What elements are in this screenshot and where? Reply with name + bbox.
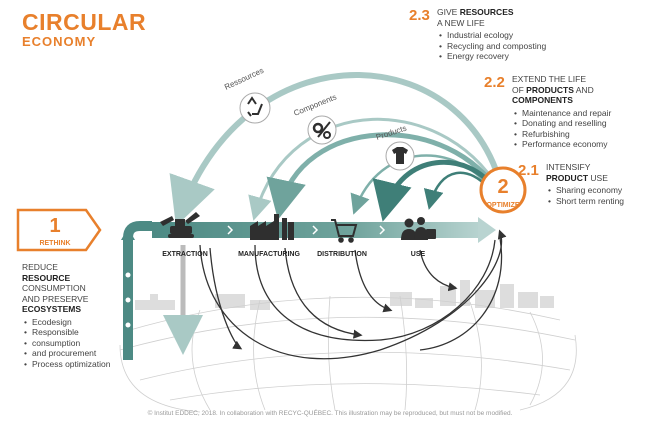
block-21-number: 2.1 — [518, 162, 539, 179]
cart-icon — [331, 219, 358, 243]
rethink-line1: REDUCE — [22, 262, 58, 272]
flow-chevrons — [227, 225, 386, 235]
recycle-icon — [239, 92, 271, 124]
block-22-item: Maintenance and repair — [514, 108, 652, 119]
loop-components-inner — [350, 154, 497, 215]
rethink-item-continued: and procurement — [24, 348, 132, 359]
rethink-badge: 1 RETHINK — [16, 208, 102, 252]
block-extend-life: 2.2 EXTEND THE LIFE OF PRODUCTS AND COMP… — [484, 74, 652, 150]
block-22-list: Maintenance and repair Donating and rese… — [512, 108, 652, 150]
people-icon — [401, 217, 436, 240]
stage-extraction: EXTRACTION — [162, 251, 208, 258]
loop-resources-outer — [169, 72, 508, 227]
return-curves — [199, 229, 507, 360]
optimize-number: 2 — [497, 176, 508, 198]
loop-label-components: Components — [292, 93, 337, 118]
block-22-item: Performance economy — [514, 139, 652, 150]
rethink-label: RETHINK — [39, 240, 70, 247]
block-22-line2a: OF — [512, 84, 527, 95]
rethink-line5: ECOSYSTEMS — [22, 304, 82, 314]
block-22-line3: COMPONENTS — [512, 95, 573, 105]
block-give-resources-new-life: 2.3 GIVE RESOURCES A NEW LIFE Industrial… — [409, 7, 637, 62]
optimize-badge: 2 OPTIMIZE — [479, 166, 527, 214]
block-22-number: 2.2 — [484, 74, 505, 91]
block-23-item: Recycling and composting — [439, 41, 637, 52]
gear-wrench-icon — [307, 115, 337, 145]
block-23-line2: A NEW LIFE — [437, 17, 485, 28]
copyright-footer: © Institut EDDEC, 2018. In collaboration… — [147, 410, 513, 417]
block-22-item: Donating and reselling — [514, 118, 652, 129]
page-title: CIRCULAR ECONOMY — [22, 10, 146, 49]
rethink-line2: RESOURCE — [22, 272, 71, 283]
rethink-item: Process optimization — [24, 359, 132, 370]
block-22-line2b: PRODUCTS — [526, 84, 574, 95]
excavator-icon — [160, 212, 200, 238]
stage-manufacturing: MANUFACTURING — [238, 251, 300, 258]
rethink-list: Ecodesign Responsible consumption and pr… — [22, 317, 132, 370]
loop-label-resources: Ressources — [223, 66, 265, 92]
rethink-item: Responsible — [24, 327, 132, 338]
factory-icon — [250, 214, 294, 240]
stage-distribution: DISTRIBUTION — [317, 251, 367, 258]
rethink-line4: AND PRESERVE — [22, 293, 89, 304]
block-21-item: Sharing economy — [548, 185, 656, 196]
block-23-line1b: RESOURCES — [459, 7, 514, 17]
title-line2: ECONOMY — [22, 34, 97, 49]
block-23-number: 2.3 — [409, 7, 430, 24]
rethink-line3: CONSUMPTION — [22, 283, 86, 293]
title-line1: CIRCULAR — [22, 9, 147, 35]
block-23-line1a: GIVE — [437, 7, 460, 17]
block-21-line2b: USE — [588, 172, 608, 183]
rethink-item-continued: consumption — [24, 338, 132, 349]
block-21-item: Short term renting — [548, 196, 656, 207]
block-23-item: Industrial ecology — [439, 30, 637, 41]
riser-arrowhead — [121, 228, 135, 240]
block-22-line1: EXTEND THE LIFE — [512, 74, 586, 84]
loop-components-outer — [266, 132, 503, 220]
block-intensify-use: 2.1 INTENSIFY PRODUCT USE Sharing econom… — [518, 162, 656, 206]
rethink-number: 1 — [49, 215, 60, 237]
loop-label-products: Products — [375, 124, 408, 142]
clothing-icon — [385, 141, 415, 171]
main-flow-arrow — [478, 217, 496, 243]
block-21-list: Sharing economy Short term renting — [546, 185, 656, 206]
block-21-line2a: PRODUCT — [546, 172, 589, 183]
block-22-item: Refurbishing — [514, 129, 652, 140]
rethink-description: REDUCE RESOURCE CONSUMPTION AND PRESERVE… — [22, 262, 132, 369]
block-23-item: Energy recovery — [439, 51, 637, 62]
block-22-line2c: AND — [573, 84, 594, 95]
globe — [119, 295, 577, 413]
optimize-label: OPTIMIZE — [486, 202, 519, 209]
block-23-list: Industrial ecology Recycling and compost… — [437, 30, 637, 62]
block-21-line1: INTENSIFY — [546, 162, 591, 172]
rethink-item: Ecodesign — [24, 317, 132, 328]
loop-resources-inner — [248, 117, 507, 221]
city-skyline — [135, 280, 554, 310]
stage-use: USE — [410, 251, 426, 258]
